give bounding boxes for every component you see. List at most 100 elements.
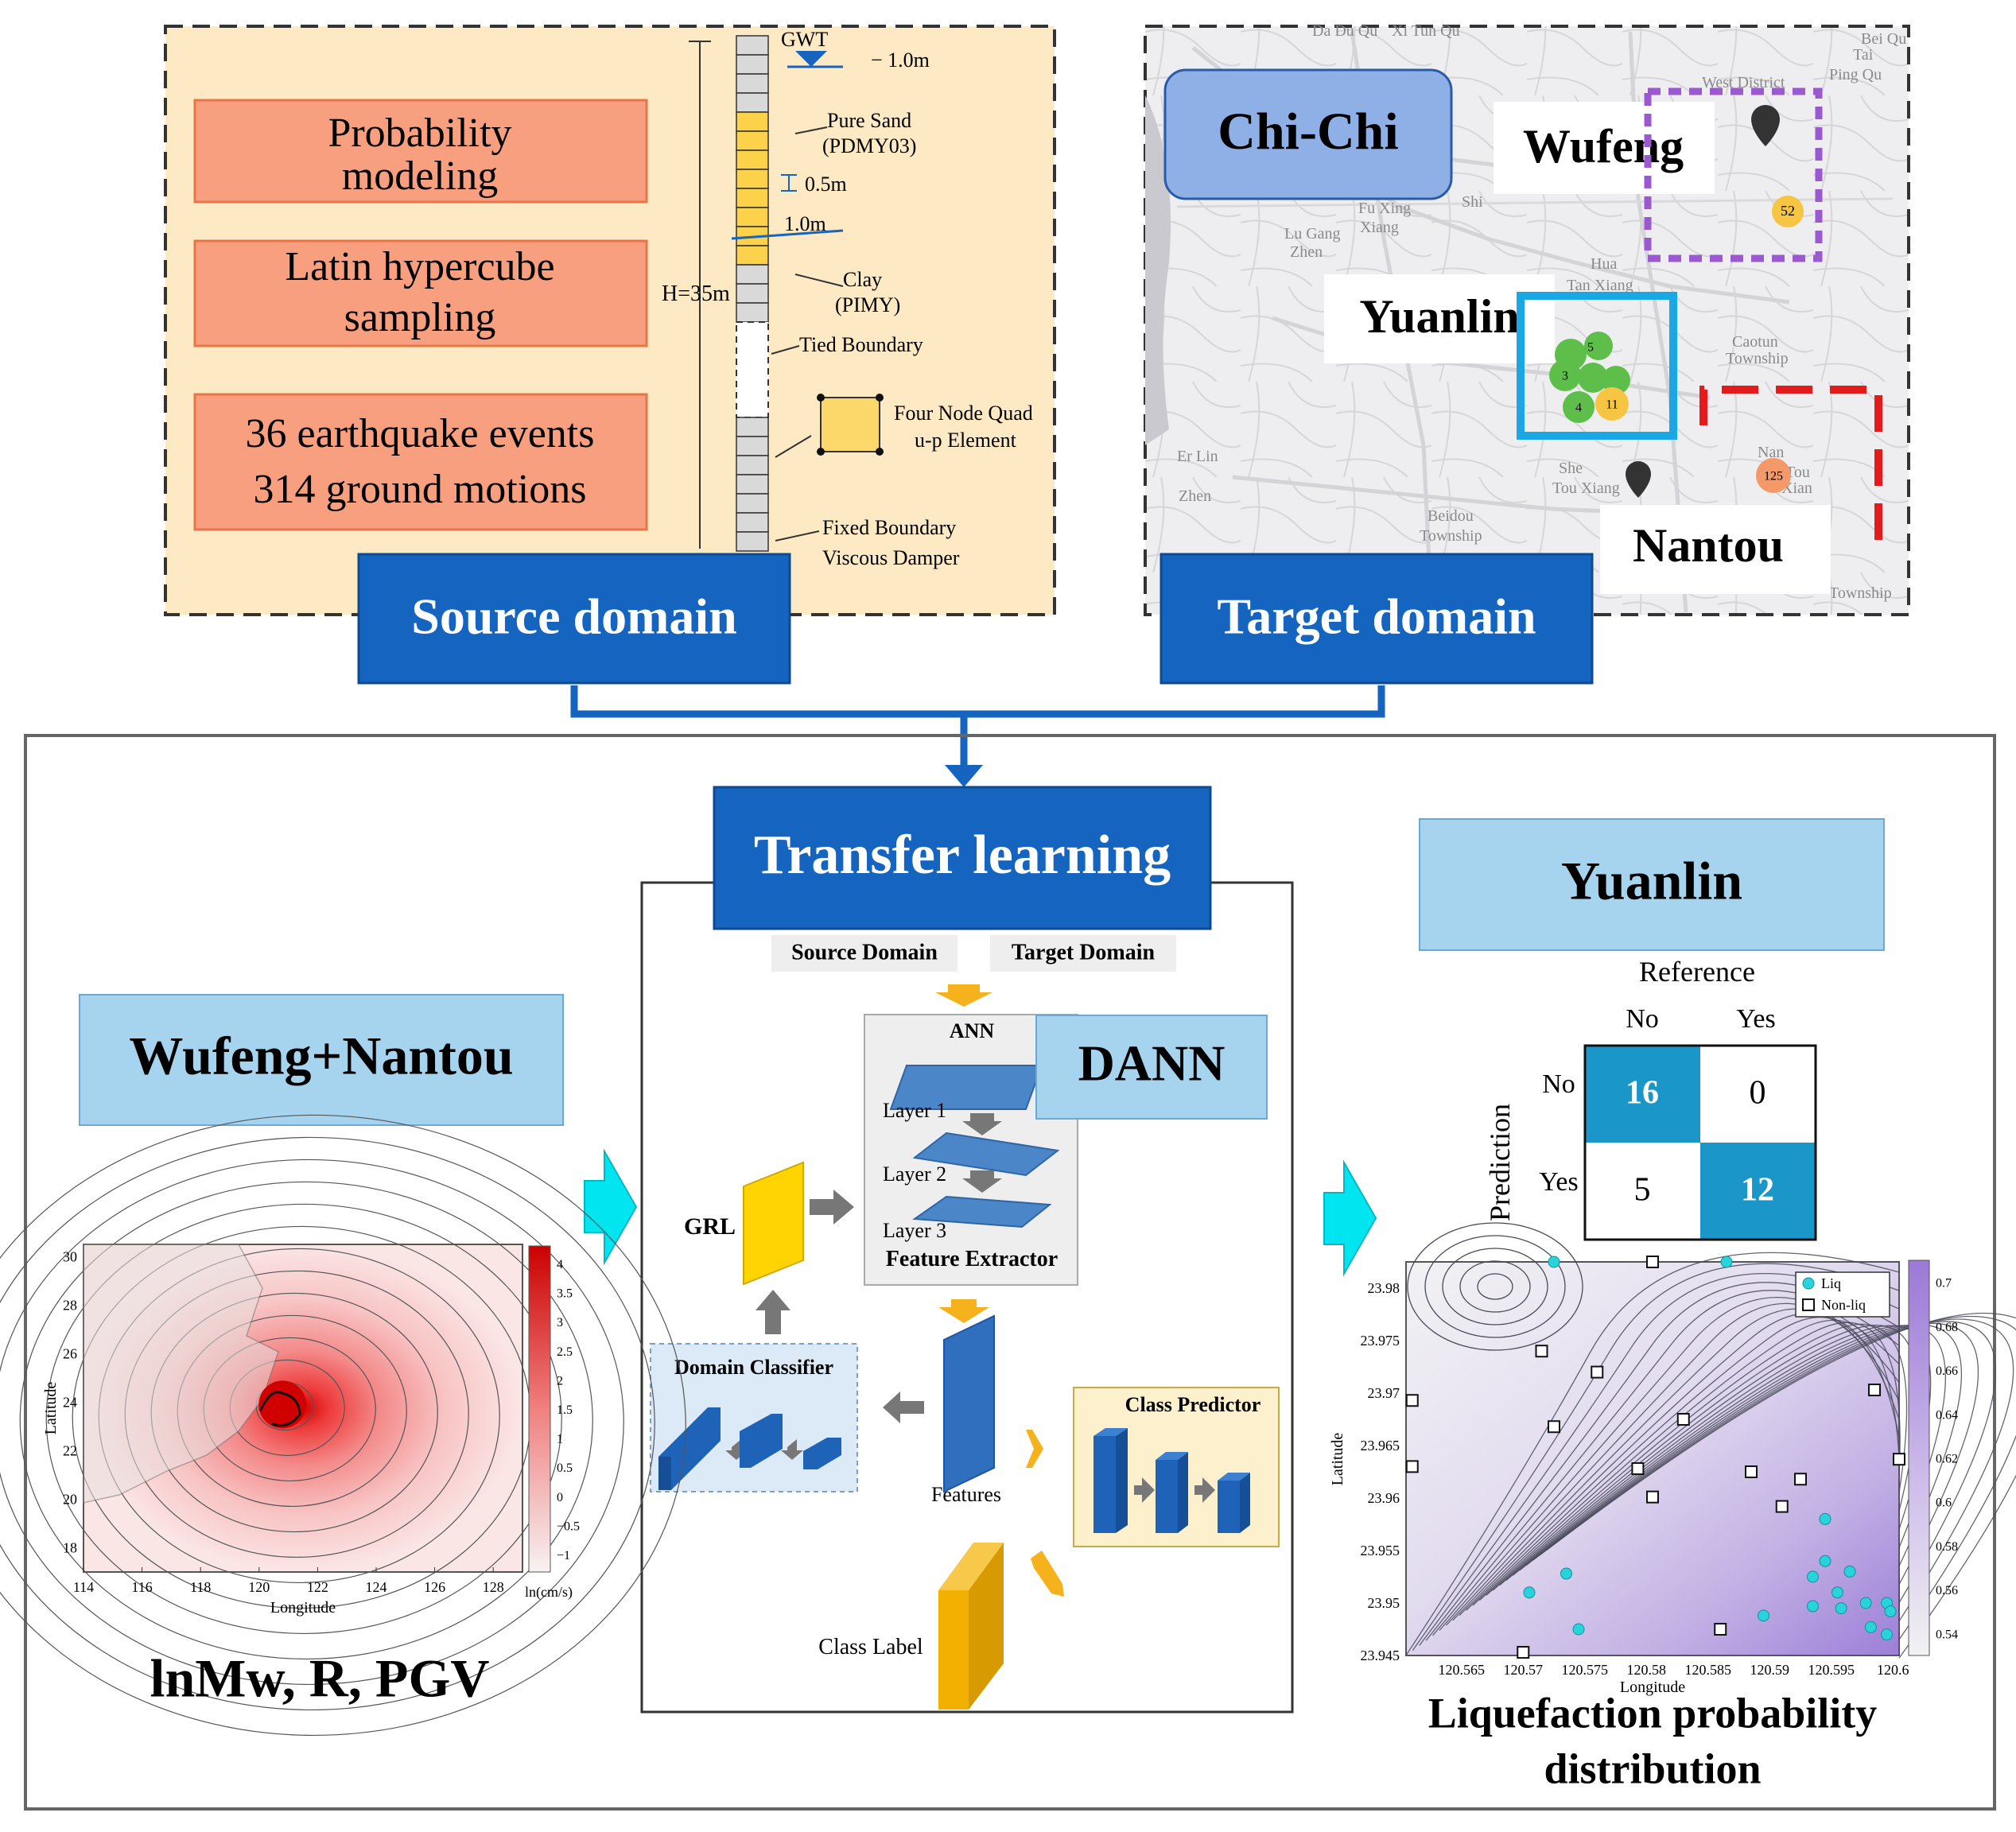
nonliq-point bbox=[1676, 1413, 1690, 1426]
pgv-epicenter-cluster bbox=[258, 1380, 307, 1429]
map-place-label: Bei Qu bbox=[1861, 30, 1906, 48]
liq-colorbar-tick-label: 0.7 bbox=[1936, 1277, 1952, 1291]
map-place-label: Zhen bbox=[1179, 487, 1211, 505]
map-place-label: Lu Gang bbox=[1284, 225, 1341, 243]
wufeng-pin-icon bbox=[1751, 105, 1780, 146]
liq-y-tick-label: 23.945 bbox=[1361, 1648, 1400, 1663]
yuanlin-clusters: 5 3 4 11 bbox=[1549, 332, 1630, 423]
liq-point bbox=[1572, 1623, 1585, 1636]
pgv-colorbar-tick-label: 1 bbox=[557, 1433, 563, 1446]
soil-cell bbox=[736, 436, 769, 456]
liq-plot-area bbox=[1405, 1261, 1900, 1656]
wufeng-nantou-title: Wufeng+Nantou bbox=[129, 1026, 513, 1086]
source-box-1-line1: Probability bbox=[328, 111, 511, 156]
map-place-label: Er Lin bbox=[1177, 448, 1218, 465]
soil-cell bbox=[736, 417, 769, 437]
nonliq-point bbox=[1646, 1256, 1659, 1268]
feature-extractor-label: Feature Extractor bbox=[886, 1247, 1058, 1271]
liq-y-tick-label: 23.98 bbox=[1368, 1280, 1400, 1296]
nonliq-point bbox=[1868, 1384, 1881, 1397]
liq-contour-line bbox=[1405, 1252, 1900, 1656]
row-label-yes: Yes bbox=[1539, 1167, 1578, 1197]
yuanlin-box bbox=[1419, 818, 1885, 951]
liq-contour-line bbox=[1532, 1318, 2014, 1622]
map-place-label: West District bbox=[1702, 74, 1785, 91]
cell-value-fn: 5 bbox=[1634, 1172, 1651, 1209]
features-block bbox=[943, 1314, 995, 1493]
pgv-x-tick-label: 116 bbox=[131, 1579, 152, 1595]
liq-point bbox=[1819, 1554, 1831, 1567]
liq-contour-line bbox=[1478, 1322, 1901, 1601]
clay-model-label: (PIMY) bbox=[835, 293, 900, 316]
liq-colorbar-tick-label: 0.6 bbox=[1936, 1496, 1952, 1510]
map-place-label: Tan Xiang bbox=[1567, 277, 1633, 294]
pgv-colorbar-tick-label: 2.5 bbox=[557, 1345, 573, 1359]
soil-cell bbox=[736, 73, 769, 94]
soil-cell bbox=[736, 35, 769, 56]
liq-point bbox=[1720, 1256, 1733, 1268]
soil-cell bbox=[736, 283, 769, 304]
map-place-label: Zhen bbox=[1290, 243, 1323, 261]
wufeng-frame bbox=[1644, 87, 1823, 262]
layer-3-label: Layer 3 bbox=[883, 1219, 946, 1242]
pgv-colorbar-tick-label: 3.5 bbox=[557, 1287, 573, 1301]
legend-liq-marker bbox=[1802, 1277, 1815, 1290]
liq-y-ticks: 23.94523.9523.95523.9623.96523.9723.9752… bbox=[1361, 1280, 1400, 1663]
soil-cell bbox=[736, 207, 769, 227]
pgv-contour-line bbox=[45, 1203, 562, 1635]
arrow-classifier-to-grl-icon bbox=[756, 1290, 790, 1334]
soil-cell bbox=[736, 493, 769, 514]
svg-text:5: 5 bbox=[1587, 341, 1594, 355]
map-place-label: Ping Qu bbox=[1829, 66, 1882, 83]
pgv-colorbar-tick-label: −0.5 bbox=[557, 1520, 580, 1533]
grl-label: GRL bbox=[684, 1213, 736, 1240]
quad-label-1: Four Node Quad bbox=[894, 402, 1033, 425]
liq-contour-line bbox=[1546, 1312, 2016, 1659]
nonliq-point bbox=[1893, 1453, 1905, 1466]
nonliq-point bbox=[1405, 1460, 1419, 1473]
target-domain-label-box bbox=[1159, 553, 1594, 685]
transfer-learning-title: Transfer learning bbox=[754, 825, 1171, 886]
cell-yes-no bbox=[1585, 1143, 1700, 1240]
nonliq-point bbox=[1548, 1420, 1560, 1434]
soil-cell bbox=[736, 92, 769, 113]
liq-contour-line bbox=[1505, 1325, 1946, 1581]
map-place-label: Township bbox=[1829, 584, 1892, 602]
pgv-x-tick-label: 122 bbox=[307, 1579, 328, 1595]
ann-layer-2 bbox=[912, 1195, 1052, 1228]
cell-no-no bbox=[1585, 1046, 1700, 1143]
map-place-label: Township bbox=[1726, 350, 1789, 367]
depth-label: − 1.0m bbox=[871, 49, 930, 72]
pgv-colorbar-tick-label: 0.5 bbox=[557, 1461, 573, 1475]
class-label-block bbox=[969, 1543, 1004, 1710]
pgv-x-tick-label: 128 bbox=[483, 1579, 504, 1595]
col-label-no: No bbox=[1626, 1004, 1659, 1034]
pgv-x-axis-label: Longitude bbox=[270, 1599, 336, 1617]
liq-x-tick-label: 120.595 bbox=[1808, 1662, 1855, 1678]
liq-caption-line2: distribution bbox=[1544, 1745, 1761, 1792]
pgv-contour-line bbox=[0, 1159, 624, 1685]
soil-cell bbox=[736, 302, 769, 323]
nantou-label: Nantou bbox=[1633, 519, 1784, 572]
liq-contour-ring bbox=[1424, 1235, 1566, 1338]
source-box-3-line1: 36 earthquake events bbox=[246, 411, 595, 456]
liq-x-tick-label: 120.585 bbox=[1685, 1662, 1732, 1678]
liq-x-axis-label: Longitude bbox=[1620, 1679, 1685, 1696]
liq-y-axis-label: Latitude bbox=[1329, 1433, 1346, 1486]
source-box-1-line2: modeling bbox=[342, 153, 498, 199]
liq-colorbar-tick-label: 0.68 bbox=[1936, 1321, 1958, 1334]
nantou-frame bbox=[1699, 386, 1882, 557]
pgv-colorbar-unit: ln(cm/s) bbox=[525, 1584, 573, 1601]
arrow-grl-to-extractor-icon bbox=[810, 1190, 854, 1225]
transfer-learning-box bbox=[713, 786, 1212, 930]
liq-x-tick-label: 120.58 bbox=[1627, 1662, 1667, 1678]
liq-contour-line bbox=[1459, 1313, 1900, 1617]
ann-label: ANN bbox=[950, 1019, 995, 1042]
yuanlin-map-label: Yuanlin bbox=[1359, 290, 1519, 343]
pgv-colorbar-tick-label: 3 bbox=[557, 1316, 563, 1329]
pgv-y-tick-label: 30 bbox=[63, 1248, 77, 1264]
liq-point bbox=[1835, 1602, 1847, 1615]
cell-value-fp: 0 bbox=[1750, 1075, 1766, 1112]
wufeng-label: Wufeng bbox=[1523, 120, 1684, 173]
